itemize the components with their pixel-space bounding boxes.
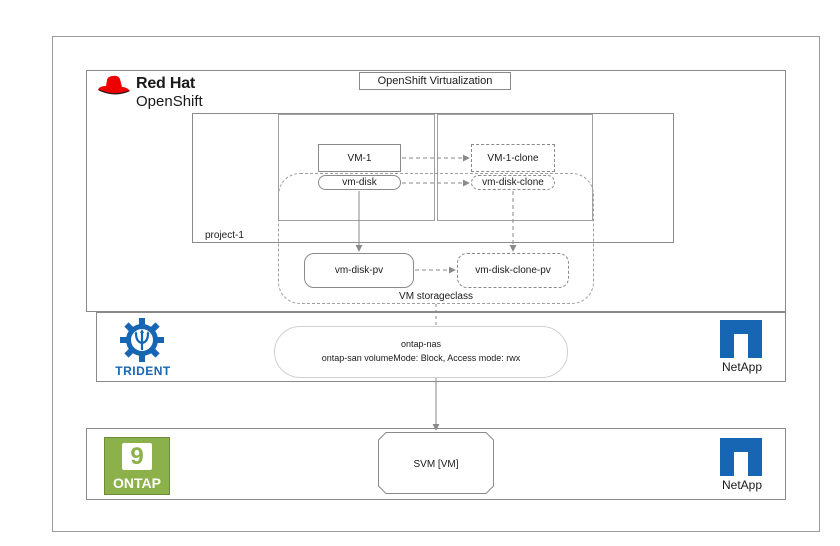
svm-shape [378, 432, 494, 494]
project-box [192, 113, 674, 243]
trident-logo: TRIDENT [110, 316, 180, 378]
ontap-wordmark: ONTAP [113, 475, 161, 491]
netapp-n-icon [720, 320, 762, 358]
vm-disk-clone-pv: vm-disk-clone-pv [457, 253, 569, 288]
openshift-wordmark: OpenShift [136, 93, 203, 110]
vm1-box: VM-1 [318, 144, 401, 172]
netapp-logo-top: NetApp [712, 320, 772, 376]
vm1-clone-column-box [437, 114, 593, 221]
ontap-version-number: 9 [130, 442, 144, 470]
redhat-logo: Red Hat OpenShift [96, 72, 236, 112]
backend-line1: ontap-nas [400, 339, 442, 349]
netapp-n-icon-bottom [720, 438, 762, 476]
trident-gear-icon [120, 318, 164, 362]
vm1-disk: vm-disk [318, 175, 401, 190]
ontap-version-tile: 9 [122, 443, 152, 470]
svm-label: SVM [VM] [413, 459, 459, 470]
openshift-virtualization-label: OpenShift Virtualization [359, 72, 511, 90]
diagram-frame [52, 36, 820, 532]
ontap-badge: 9 ONTAP [104, 437, 170, 495]
trident-backend: ontap-nas ontap-san volumeMode: Block, A… [274, 326, 568, 378]
redhat-wordmark: Red Hat [136, 75, 196, 92]
redhat-hat-icon [98, 75, 130, 95]
backend-line2: ontap-san volumeMode: Block, Access mode… [321, 353, 521, 363]
storageclass-label: VM storageclass [399, 291, 473, 302]
vm-disk-pv: vm-disk-pv [304, 253, 414, 288]
vm1-column-box [278, 114, 435, 221]
storageclass-region [278, 173, 594, 304]
trident-box [96, 312, 786, 382]
netapp-wordmark-top: NetApp [721, 360, 763, 374]
vm1-clone-box: VM-1-clone [471, 144, 555, 172]
project-label: project-1 [205, 230, 244, 241]
netapp-wordmark-bottom: NetApp [721, 478, 763, 492]
vm1-clone-disk: vm-disk-clone [471, 175, 555, 190]
netapp-logo-bottom: NetApp [712, 438, 772, 494]
trident-wordmark: TRIDENT [115, 364, 171, 378]
